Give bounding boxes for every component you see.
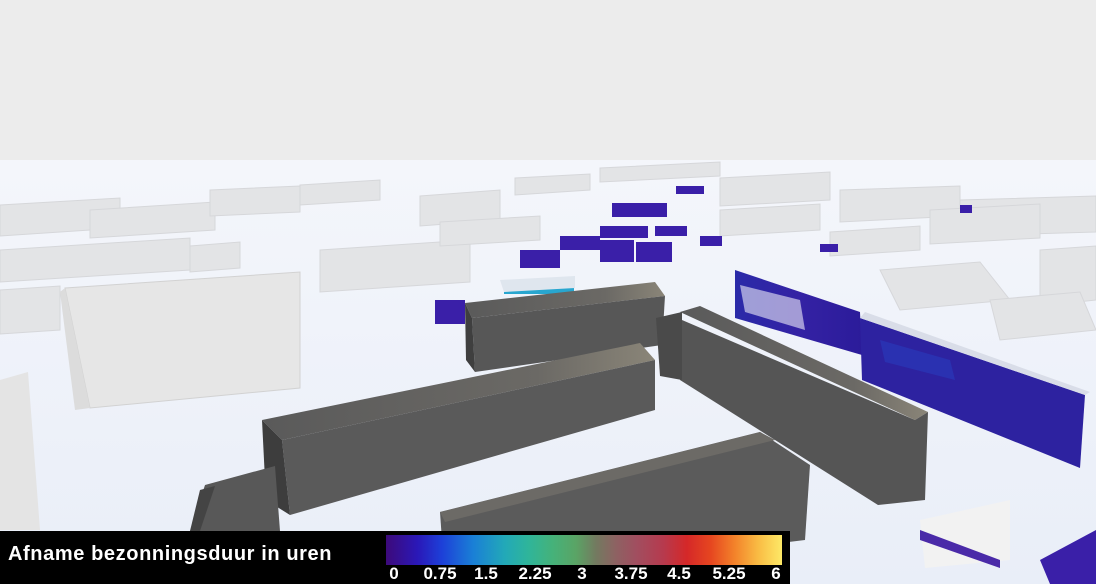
legend-tick: 3 bbox=[577, 564, 587, 583]
affected-corner bbox=[920, 500, 1096, 584]
cyan-edge bbox=[504, 288, 574, 294]
color-scale-bar bbox=[386, 535, 782, 565]
legend-tick: 2.25 bbox=[518, 564, 552, 583]
legend-title: Afname bezonningsduur in uren bbox=[8, 543, 333, 565]
legend-tick: 5.25 bbox=[712, 564, 746, 583]
legend-tick: 0 bbox=[389, 564, 399, 583]
legend-tick: 0.75 bbox=[423, 564, 457, 583]
legend-panel: Afname bezonningsduur in uren 0 0.75 1.5… bbox=[0, 531, 790, 584]
legend-tick: 3.75 bbox=[614, 564, 648, 583]
affected-wall-right bbox=[735, 270, 1090, 468]
legend-tick: 6 bbox=[771, 564, 781, 583]
legend-tick: 1.5 bbox=[474, 564, 498, 583]
distant-buildings bbox=[0, 161, 1096, 341]
pale-block-left bbox=[0, 271, 301, 530]
affected-clusters bbox=[435, 186, 972, 324]
legend-tick: 4.5 bbox=[667, 564, 691, 583]
